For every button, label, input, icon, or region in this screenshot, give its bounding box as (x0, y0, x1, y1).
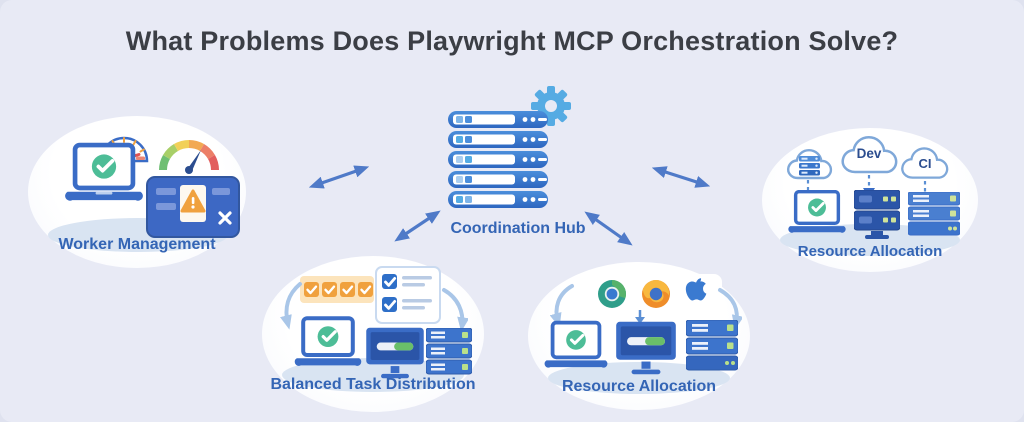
server-rack-icon (448, 86, 571, 208)
double-arrow-bottom-left (394, 210, 441, 242)
laptop-check-icon (788, 190, 846, 233)
apple-icon (685, 278, 707, 301)
cloud-ci-label: CI (919, 156, 932, 171)
monitor-progress-icon (616, 321, 676, 375)
laptop-check-icon (65, 142, 143, 201)
server-rows (448, 111, 548, 208)
monitor-progress-icon (366, 327, 424, 379)
cloud-dev-icon (841, 135, 898, 174)
cloud-server-icon (786, 148, 833, 180)
server-tower-icon (854, 190, 900, 239)
curved-arrow-left-icon (280, 282, 302, 330)
firefox-icon (642, 280, 670, 308)
curved-arrow-left-icon (550, 284, 574, 328)
cloud-dev-label: Dev (857, 146, 882, 161)
chrome-icon (598, 280, 627, 308)
cluster-worker-management: Worker Management (28, 116, 246, 268)
laptop-check-icon (294, 316, 362, 366)
hub-label: Coordination Hub (450, 220, 586, 237)
close-icon (218, 211, 232, 225)
cluster-resource-allocation-bottom: Resource Allocation (528, 262, 750, 410)
cluster-label: Resource Allocation (561, 378, 717, 395)
double-arrow-top-right (651, 166, 711, 188)
cluster-label: Balanced Task Distribution (270, 376, 476, 393)
cloud-ci-icon (901, 147, 949, 179)
cluster-label: Resource Allocation (797, 243, 943, 260)
checklist-icon (375, 266, 441, 324)
page-title: What Problems Does Playwright MCP Orches… (125, 26, 899, 56)
cluster-balanced-task-distribution: Balanced Task Distribution (262, 256, 484, 412)
cloud-row: Dev CI (786, 135, 949, 198)
server-stack-icon (686, 320, 738, 371)
cluster-label: Worker Management (58, 236, 216, 253)
double-arrow-bottom-right (584, 211, 633, 246)
double-arrow-top-left (308, 165, 370, 189)
coordination-hub: Coordination Hub (443, 84, 593, 238)
down-arrow-icon (635, 310, 645, 324)
curved-arrow-right-icon (442, 288, 468, 332)
browser-card (590, 274, 722, 314)
task-checkboxes-icon (300, 276, 374, 303)
dashed-connectors (806, 175, 927, 195)
gauge-icon (159, 140, 219, 174)
alert-panel-icon (146, 176, 240, 238)
server-stack-icon (426, 328, 472, 375)
laptop-check-icon (544, 320, 608, 368)
cluster-resource-allocation-top: Dev CI (762, 128, 978, 272)
server-stack-icon (908, 192, 960, 236)
